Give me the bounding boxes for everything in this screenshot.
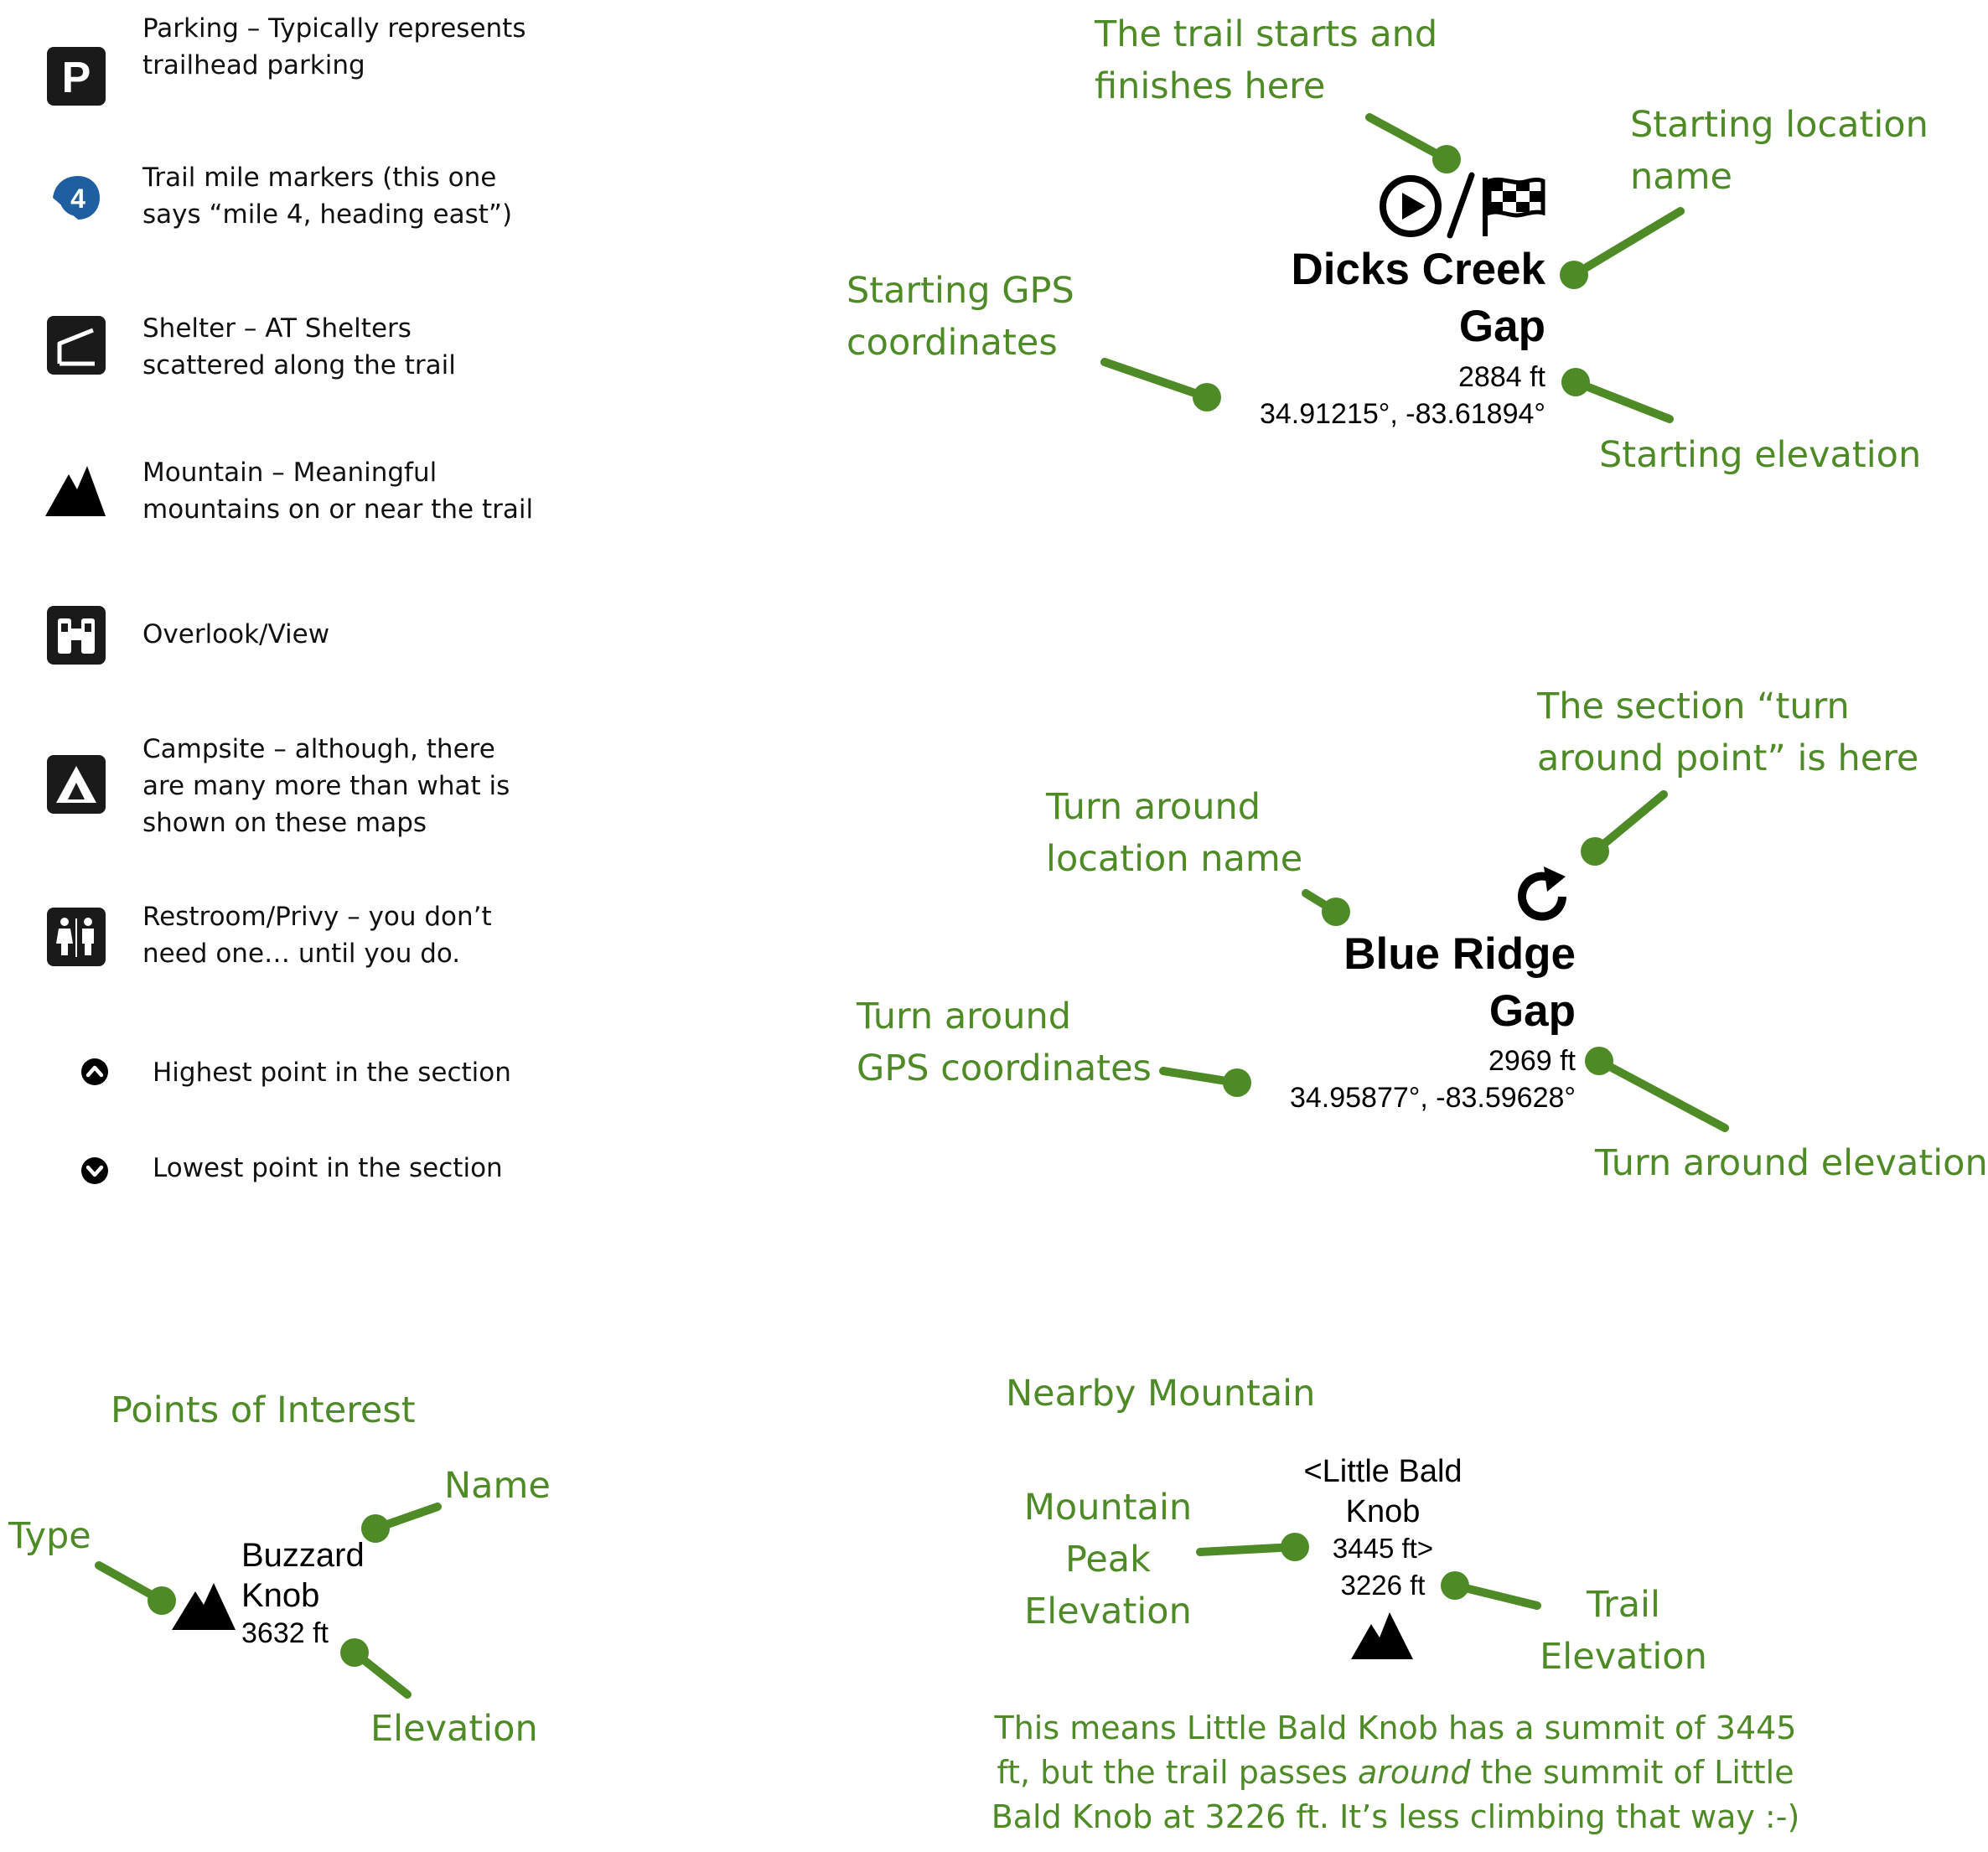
note-part-1: This means Little Bald Knob has a summit…: [994, 1710, 1797, 1791]
mile-marker-number: 4: [70, 184, 85, 214]
legend-mountain-text: Mountain – Meaningful mountains on or ne…: [142, 458, 534, 525]
chevron-up-icon: [81, 1058, 108, 1085]
turnaround-location-name: Blue Ridge Gap: [1343, 929, 1576, 1036]
legend-highest-text: Highest point in the section: [153, 1058, 511, 1088]
chevron-down-icon: [81, 1157, 108, 1184]
poi-heading: Points of Interest: [111, 1389, 416, 1431]
connector-starts-finishes: [1365, 113, 1451, 163]
connector-poi-name: [371, 1503, 442, 1533]
annotation-mountain-peak-elevation: Mountain Peak Elevation: [1023, 1487, 1193, 1632]
parking-icon: P: [47, 47, 106, 106]
legend-campsite-text: Campsite – although, there are many more…: [142, 734, 510, 838]
campsite-icon: [47, 755, 106, 814]
connector-location-name: [1570, 207, 1685, 279]
start-elevation: 2884 ft: [1458, 361, 1545, 393]
connector-dot: [340, 1638, 369, 1667]
annotation-trail-elevation: Trail Elevation: [1540, 1584, 1707, 1678]
connector-turnaround-gps: [1159, 1067, 1241, 1087]
connector-dot: [361, 1514, 390, 1543]
mountain-icon: [45, 466, 106, 516]
connector-dot: [1560, 261, 1588, 289]
connector-dot: [1322, 898, 1350, 926]
connector-dot: [1581, 837, 1609, 866]
annotation-poi-elevation: Elevation: [370, 1708, 538, 1750]
nearby-name-line2: Knob: [1345, 1494, 1421, 1529]
annotation-turnaround-gps: Turn around GPS coordinates: [857, 996, 1152, 1089]
mile-marker-icon: 4: [53, 176, 100, 220]
nearby-name-line1: <Little Bald: [1303, 1454, 1463, 1489]
legend-overlook-text: Overlook/View: [142, 619, 330, 649]
poi-name-line2: Knob: [241, 1577, 320, 1614]
note-italic: around: [1358, 1754, 1471, 1791]
legend-shelter-text: Shelter – AT Shelters scattered along th…: [142, 313, 456, 380]
shelter-icon: [47, 316, 106, 375]
connector-dot: [1193, 383, 1221, 411]
legend-restroom-text: Restroom/Privy – you don’t need one… unt…: [142, 902, 492, 969]
connector-turnaround-elevation: [1595, 1057, 1729, 1132]
annotation-turnaround-location-name: Turn around location name: [1046, 786, 1303, 880]
parking-glyph: P: [62, 54, 91, 102]
start-location-name: Dicks Creek Gap: [1291, 245, 1545, 351]
turn-around-icon: [1518, 867, 1566, 921]
annotation-turnaround-elevation: Turn around elevation: [1595, 1142, 1988, 1184]
annotation-poi-type: Type: [8, 1515, 91, 1557]
nearby-explanation-note: This means Little Bald Knob has a summit…: [981, 1706, 1810, 1839]
annotation-starting-gps: Starting GPS coordinates: [846, 270, 1074, 364]
annotation-poi-name: Name: [444, 1465, 551, 1507]
annotation-trail-starts-finishes: The trail starts and finishes here: [1095, 13, 1438, 107]
finish-flag-icon: [1483, 177, 1545, 236]
annotation-turn-around-point: The section “turn around point” is here: [1537, 685, 1919, 779]
connector-turnaround-name: [1302, 889, 1340, 916]
legend-parking-text: Parking – Typically represents trailhead…: [142, 13, 526, 80]
nearby-mountain-icon: [1351, 1612, 1413, 1659]
connector-dot: [1585, 1047, 1613, 1075]
restroom-icon: [47, 908, 106, 966]
annotation-starting-location-name: Starting location name: [1630, 104, 1928, 198]
play-start-icon: [1380, 175, 1442, 237]
nearby-heading: Nearby Mountain: [1006, 1373, 1316, 1415]
legend-mile-marker-text: Trail mile markers (this one says “mile …: [142, 163, 513, 230]
connector-dot: [1223, 1068, 1251, 1097]
poi-elevation: 3632 ft: [241, 1617, 329, 1649]
poi-mountain-icon: [172, 1583, 236, 1630]
poi-name-line1: Buzzard: [241, 1537, 365, 1574]
connector-dot: [1432, 145, 1461, 173]
binoculars-icon: [47, 606, 106, 665]
connector-poi-elevation: [350, 1648, 412, 1699]
annotation-starting-elevation: Starting elevation: [1599, 434, 1922, 476]
nearby-peak-elevation: 3445 ft>: [1332, 1533, 1434, 1564]
turnaround-elevation: 2969 ft: [1488, 1045, 1576, 1077]
connector-dot: [1561, 368, 1590, 396]
connector-elevation: [1571, 378, 1674, 423]
connector-gps: [1100, 358, 1211, 401]
start-gps-coordinates: 34.91215°, -83.61894°: [1259, 398, 1545, 430]
legend-lowest-text: Lowest point in the section: [153, 1153, 503, 1183]
slash-icon: [1447, 172, 1475, 239]
nearby-trail-elevation: 3226 ft: [1340, 1570, 1426, 1601]
turnaround-gps-coordinates: 34.95877°, -83.59628°: [1289, 1082, 1576, 1114]
connector-poi-type: [95, 1561, 166, 1605]
connector-turn-point: [1591, 790, 1668, 856]
note-part-2: the summit of Little Bald Knob at 3226 f…: [991, 1754, 1800, 1835]
